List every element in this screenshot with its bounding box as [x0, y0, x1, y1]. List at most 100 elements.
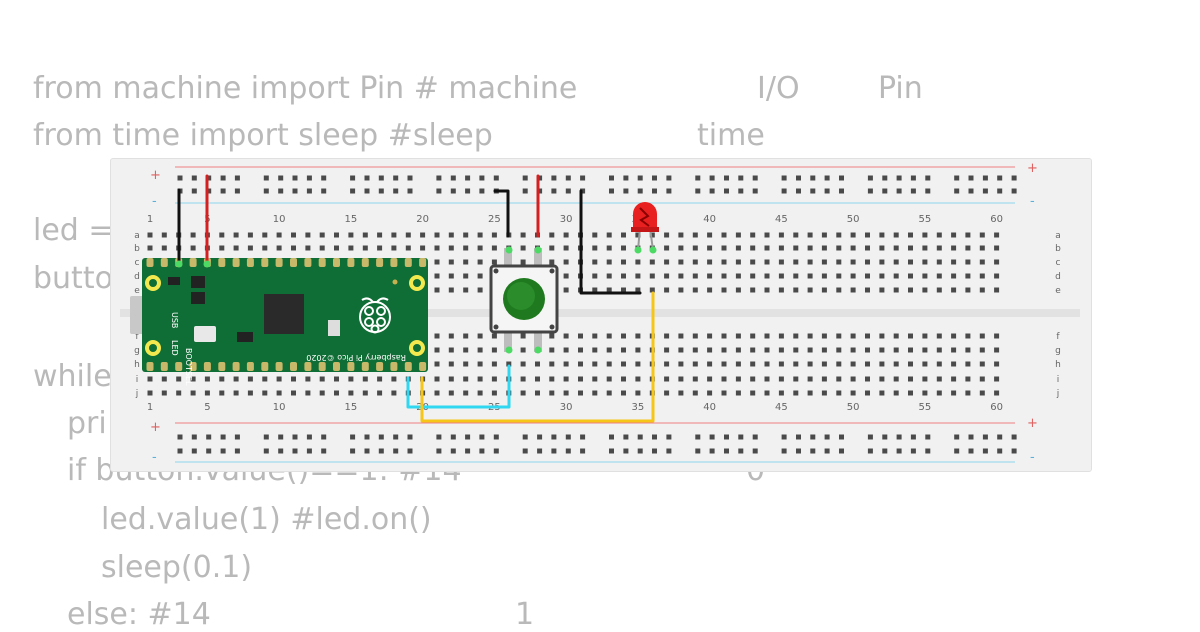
push-button[interactable]	[489, 248, 559, 352]
pico-bootsel-label: BOOTSEL	[184, 348, 193, 386]
breadboard-hole	[635, 376, 641, 382]
breadboard-hole	[922, 232, 928, 238]
breadboard-hole	[666, 448, 672, 454]
breadboard-hole	[391, 390, 397, 396]
breadboard-hole	[434, 347, 440, 353]
breadboard-hole	[563, 287, 569, 293]
column-number-label: 20	[416, 214, 429, 225]
pico-usb-label: USB	[170, 312, 179, 328]
pico-pin	[347, 362, 355, 371]
breadboard-hole	[448, 245, 454, 251]
pico-pin	[275, 362, 283, 371]
breadboard-hole	[850, 390, 856, 396]
wires	[177, 174, 655, 423]
breadboard-hole	[882, 175, 888, 181]
breadboard-hole	[936, 347, 942, 353]
breadboard-hole	[893, 390, 899, 396]
breadboard-hole	[434, 287, 440, 293]
breadboard-hole	[1011, 448, 1017, 454]
breadboard-hole	[436, 434, 442, 440]
breadboard-hole	[348, 245, 354, 251]
wire-black-led[interactable]	[579, 189, 642, 295]
breadboard-hole	[635, 232, 641, 238]
breadboard-hole	[306, 175, 312, 181]
breadboard-hole	[721, 361, 727, 367]
column-number-label: 1	[147, 402, 153, 413]
bootsel-button[interactable]	[194, 326, 216, 342]
breadboard-hole	[563, 259, 569, 265]
breadboard-hole	[882, 448, 888, 454]
breadboard-hole	[994, 333, 1000, 339]
breadboard-hole	[735, 333, 741, 339]
breadboard-hole	[491, 259, 497, 265]
led-body	[633, 202, 657, 230]
wire-black-button[interactable]	[493, 189, 510, 238]
breadboard-hole	[709, 448, 715, 454]
breadboard-hole	[707, 273, 713, 279]
breadboard-hole	[609, 188, 614, 194]
breadboard-hole	[637, 448, 643, 454]
row-letter-label: j	[1056, 389, 1060, 399]
breadboard-hole	[291, 376, 296, 382]
breadboard-hole	[147, 390, 153, 396]
breadboard-hole	[491, 361, 497, 367]
breadboard-hole	[764, 232, 770, 238]
breadboard-hole	[234, 188, 240, 194]
breadboard-hole	[219, 376, 225, 382]
breadboard-hole	[621, 347, 626, 353]
breadboard-hole	[637, 175, 643, 181]
row-letter-label: g	[1055, 346, 1061, 356]
breadboard-hole	[664, 333, 670, 339]
breadboard-hole	[580, 448, 586, 454]
breadboard-hole	[994, 245, 1000, 251]
breadboard-hole	[850, 273, 856, 279]
breadboard-hole	[965, 245, 971, 251]
breadboard-hole	[465, 188, 471, 194]
breadboard-hole	[678, 361, 684, 367]
breadboard-hole	[334, 390, 339, 396]
pico-pin	[261, 258, 269, 267]
breadboard-hole	[738, 448, 744, 454]
breadboard-hole	[979, 390, 985, 396]
breadboard-hole	[549, 333, 555, 339]
breadboard-hole	[965, 376, 971, 382]
breadboard-hole	[735, 376, 741, 382]
breadboard-hole	[191, 448, 197, 454]
breadboard-hole	[463, 245, 469, 251]
breadboard-hole	[247, 232, 253, 238]
breadboard-hole	[592, 287, 598, 293]
breadboard-hole	[664, 259, 670, 265]
mounting-hole-inner	[149, 279, 157, 287]
breadboard-hole	[220, 175, 226, 181]
breadboard-hole	[778, 245, 784, 251]
pico-pin	[290, 362, 297, 371]
breadboard-hole	[635, 361, 641, 367]
red-led[interactable]	[631, 202, 659, 251]
breadboard-hole	[707, 259, 713, 265]
breadboard-hole	[778, 390, 784, 396]
breadboard-hole	[836, 232, 842, 238]
breadboard-hole	[621, 259, 626, 265]
breadboard-hole	[621, 287, 626, 293]
breadboard-hole	[695, 434, 701, 440]
wire-cyan-signal[interactable]	[406, 364, 511, 409]
breadboard-hole	[448, 333, 454, 339]
breadboard-hole	[434, 361, 440, 367]
breadboard-hole	[965, 390, 971, 396]
breadboard-hole	[678, 245, 684, 251]
breadboard-hole	[652, 448, 657, 454]
breadboard-hole	[896, 188, 902, 194]
breadboard-hole	[692, 347, 698, 353]
raspberry-pi-pico[interactable]: Raspberry Pi Pico ©2020 USB LED BOOTSEL	[130, 258, 428, 386]
breadboard-hole	[177, 175, 183, 181]
code-text: else: #14	[67, 597, 211, 632]
wire-yellow-signal[interactable]	[420, 291, 655, 423]
breadboard-hole	[522, 448, 528, 454]
breadboard-hole	[678, 333, 684, 339]
breadboard-hole	[592, 232, 598, 238]
breadboard-hole	[291, 390, 296, 396]
breadboard-hole	[292, 434, 298, 440]
breadboard-hole	[520, 245, 526, 251]
breadboard-hole	[664, 347, 670, 353]
breadboard-hole	[879, 232, 885, 238]
